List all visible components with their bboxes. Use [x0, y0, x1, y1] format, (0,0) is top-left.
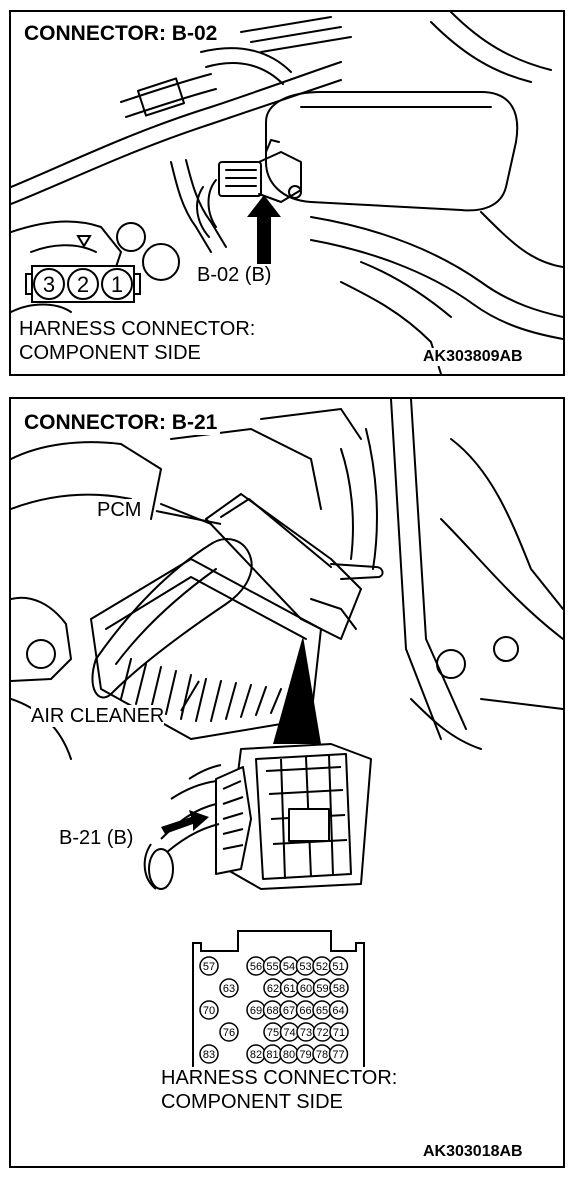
- pin-label-82: 82: [250, 1049, 262, 1061]
- pin-70: [199, 1000, 219, 1020]
- pin-71: [329, 1022, 349, 1042]
- pin-label-51: 51: [332, 961, 344, 973]
- connector-label-b21: B-21 (B): [59, 827, 134, 849]
- pin-label-63: 63: [223, 983, 235, 995]
- pin-label-67: 67: [283, 1005, 295, 1017]
- pin-label-60: 60: [300, 983, 312, 995]
- pin-label-74: 74: [283, 1027, 295, 1039]
- pin-label-62: 62: [267, 983, 279, 995]
- air-cleaner-label: AIR CLEANER: [31, 705, 165, 727]
- connector-label-b02: B-02 (B): [197, 264, 272, 286]
- connector-b21-closeup: [143, 743, 372, 890]
- pin-label-78: 78: [316, 1049, 328, 1061]
- pin-label-77: 77: [332, 1049, 344, 1061]
- pin-2: 2: [77, 272, 89, 297]
- pin-label-68: 68: [266, 1005, 278, 1017]
- harness-line1-b02: HARNESS CONNECTOR:: [19, 318, 256, 340]
- pointer-arrow-b21: [161, 810, 209, 834]
- pin-64: [328, 1000, 349, 1020]
- pin-label-81: 81: [266, 1049, 278, 1061]
- connector-b02-pinout: 3 2 1: [25, 235, 141, 303]
- pin-label-75: 75: [267, 1027, 279, 1039]
- pin-57: [199, 956, 219, 976]
- pin-label-65: 65: [316, 1005, 328, 1017]
- pin-83: [199, 1044, 219, 1064]
- pin-label-52: 52: [316, 961, 328, 973]
- pin-label-55: 55: [266, 961, 278, 973]
- pin-label-76: 76: [223, 1027, 235, 1039]
- figure-code-b02: AK303809AB: [423, 348, 523, 366]
- harness-line1-b21: HARNESS CONNECTOR:: [161, 1067, 398, 1089]
- pin-63: [219, 978, 239, 998]
- pin-77: [328, 1044, 349, 1064]
- pointer-arrow-b02: [247, 195, 281, 267]
- harness-line2-b21: COMPONENT SIDE: [161, 1091, 343, 1113]
- connector-b21-pinout: 57 56 55 54 53 52 51 63 62 61 60 59 58 70 69 68 67 66 65 64…: [192, 930, 365, 1080]
- pin-3: 3: [43, 272, 55, 297]
- pin-76: [219, 1022, 239, 1042]
- pin-label-58: 58: [333, 983, 345, 995]
- pin-label-80: 80: [283, 1049, 295, 1061]
- pin-label-61: 61: [283, 983, 295, 995]
- pin-label-64: 64: [332, 1005, 344, 1017]
- pin-label-79: 79: [299, 1049, 311, 1061]
- pin-label-71: 71: [333, 1027, 345, 1039]
- pin-58: [329, 978, 349, 998]
- panel-title-b21: CONNECTOR: B-21: [21, 411, 221, 435]
- engine-bay-illustration-b02: 3 2 1: [11, 12, 563, 374]
- pin-51: [328, 956, 349, 976]
- pin-label-53: 53: [299, 961, 311, 973]
- pin-label-59: 59: [316, 983, 328, 995]
- pin-label-70: 70: [203, 1005, 215, 1017]
- pin-label-83: 83: [203, 1049, 215, 1061]
- pin-label-72: 72: [316, 1027, 328, 1039]
- figure-code-b21: AK303018AB: [423, 1143, 523, 1161]
- pointer-wedge-b21: [273, 636, 321, 744]
- pin-label-54: 54: [283, 961, 295, 973]
- connector-b02-panel: 3 2 1 CONNECTOR: B-02 B-02 (B) HARNESS C…: [9, 10, 565, 376]
- pin-label-73: 73: [300, 1027, 312, 1039]
- pin-label-69: 69: [250, 1005, 262, 1017]
- harness-line2-b02: COMPONENT SIDE: [19, 342, 201, 364]
- pin-1: 1: [111, 272, 123, 297]
- pin-label-66: 66: [299, 1005, 311, 1017]
- panel-title-b02: CONNECTOR: B-02: [21, 22, 221, 46]
- pin-label-57: 57: [203, 961, 215, 973]
- pcm-label: PCM: [97, 499, 142, 521]
- connector-b21-panel: 57 56 55 54 53 52 51 63 62 61 60 59 58 70 69 68 67 66 65 64…: [9, 397, 565, 1168]
- pin-label-56: 56: [250, 961, 262, 973]
- engine-bay-illustration-b21: 57 56 55 54 53 52 51 63 62 61 60 59 58 70 69 68 67 66 65 64…: [11, 399, 563, 1080]
